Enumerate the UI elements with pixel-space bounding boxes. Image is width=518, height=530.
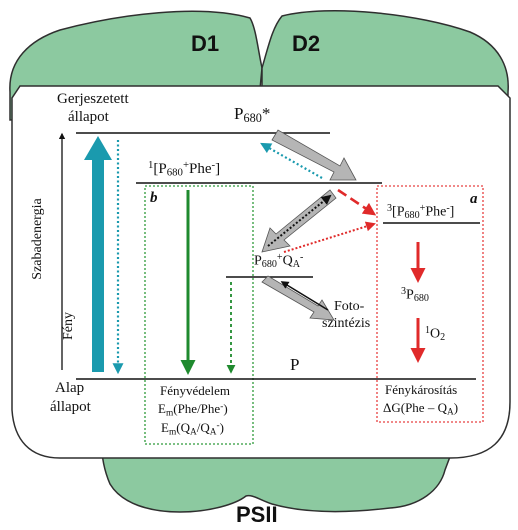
triplet-radical-pair-label: 3[P680+Phe-] <box>387 203 455 222</box>
singlet-oxygen-label: 1O2 <box>425 325 446 344</box>
red-triplet-formation-arrow <box>337 188 377 216</box>
black-dotted-arrow <box>267 194 332 247</box>
triplet-p680-label: 3P680 <box>401 286 429 305</box>
free-energy-axis-label: Szabadenergia <box>30 198 45 280</box>
protection-caption-2: Em(Phe/Phe-) <box>158 401 228 419</box>
damage-box <box>376 185 484 423</box>
light-excitation-arrow <box>84 136 112 372</box>
ground-state-label-2: állapot <box>50 399 91 415</box>
p680-star-label: P680* <box>234 104 271 126</box>
damage-caption-1: Fénykárosítás <box>385 382 458 397</box>
diagram-panel <box>11 85 511 459</box>
d1-label: D1 <box>191 31 220 56</box>
protection-caption-3: Em(QA/QA-) <box>161 420 224 438</box>
photosynthesis-label-2: szintézis <box>322 316 371 331</box>
ground-p-label: P <box>290 355 300 374</box>
radical-pair-label: 1[P680+Phe-] <box>148 159 221 179</box>
light-label: Fény <box>61 312 76 340</box>
electron-transfer-to-qa-arrow <box>261 189 337 253</box>
excited-state-label: Gerjeszetett <box>57 91 129 107</box>
ground-state-label: Alap <box>55 380 85 396</box>
photosynthesis-label-1: Foto- <box>334 299 365 314</box>
psii-label: PSII <box>236 502 278 527</box>
qa-state-label: P680+QA- <box>254 252 304 271</box>
charge-separation-arrow <box>271 129 357 181</box>
black-backflow-arrow <box>280 281 329 311</box>
protection-box <box>144 185 254 445</box>
protection-caption-1: Fényvédelem <box>160 383 231 398</box>
excited-state-label-2: állapot <box>68 109 109 125</box>
d2-label: D2 <box>292 31 321 56</box>
damage-box-tag: a <box>470 191 478 207</box>
protection-box-tag: b <box>150 190 158 206</box>
damage-caption-2: ΔG(Phe – QA) <box>383 400 459 418</box>
